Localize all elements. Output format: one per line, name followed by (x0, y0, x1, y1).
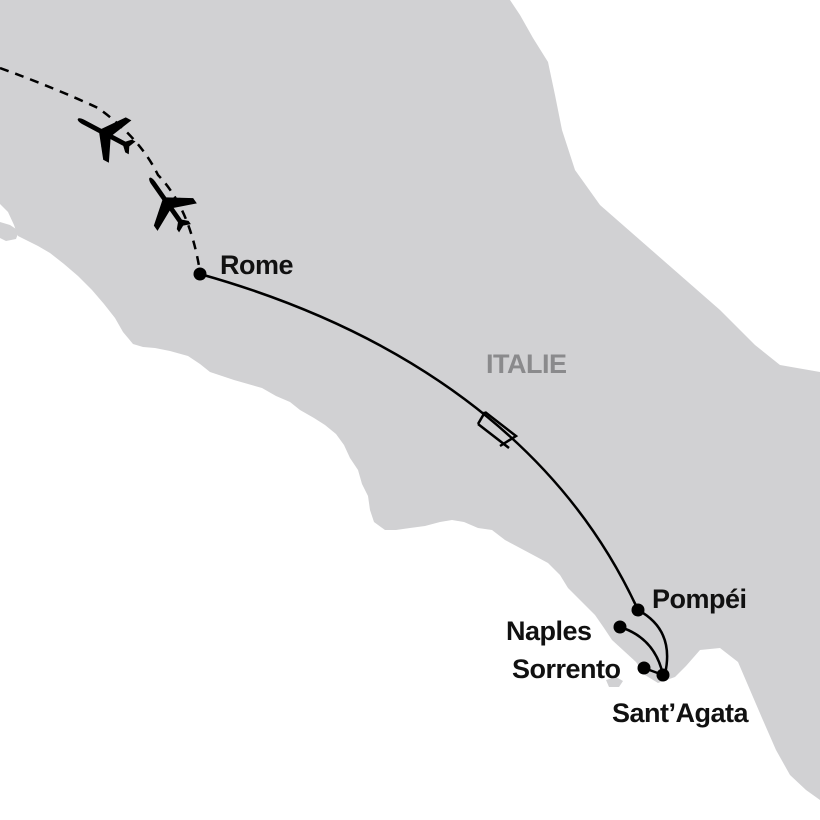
city-label-rome: Rome (220, 250, 293, 280)
route-pompei-santagata (637, 608, 669, 675)
land-elba-island (0, 222, 19, 241)
city-marker-santagata (656, 668, 670, 682)
land-italy (0, 0, 820, 800)
city-marker-sorrento (637, 661, 651, 675)
city-label-naples: Naples (506, 616, 592, 646)
route-rome-pompei (199, 272, 640, 611)
route-direction-arrow (477, 423, 510, 449)
city-marker-pompei (631, 603, 645, 617)
city-label-pompei: Pompéi (652, 584, 747, 614)
route-direction-arrow (476, 411, 487, 425)
city-marker-naples (613, 620, 627, 634)
city-marker-rome (193, 267, 207, 281)
land-capri-island (606, 677, 623, 687)
route-direction-arrow (484, 411, 519, 448)
country-label: ITALIE (486, 349, 567, 379)
flight-path (0, 66, 202, 273)
city-label-sorrento: Sorrento (512, 654, 621, 684)
city-label-santagata: Sant’Agata (612, 698, 750, 728)
route-naples-santagata (619, 625, 665, 676)
